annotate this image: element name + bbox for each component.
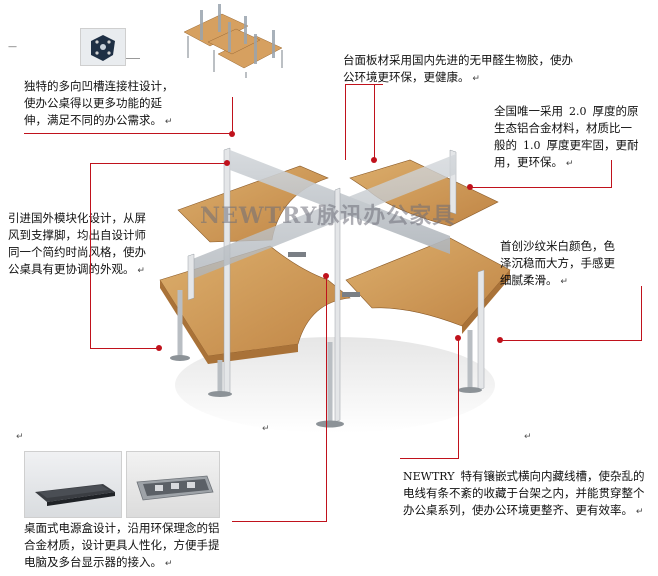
note-line-text: 特有镶嵌式横向内藏线槽，使杂乱的 — [460, 469, 645, 483]
note-line-text: 般的 — [494, 138, 517, 152]
callout-dot-design — [156, 345, 162, 351]
callout-dot-aluminum — [467, 184, 473, 190]
powerbox-closed-photo — [24, 451, 122, 518]
note-line: 使办公桌得以更多功能的延 — [24, 96, 162, 110]
note-wiring-channel: NEWTRY 特有镶嵌式横向内藏线槽，使杂乱的 电线有条不紊的收藏于台架之内，并能… — [403, 468, 645, 521]
leader-line-color — [500, 340, 642, 341]
note-line: 细腻柔滑。 ↵ — [500, 272, 615, 291]
note-line: 生态铝合金材料，材质比一 — [494, 121, 632, 135]
paragraph-mark: ↵ — [134, 266, 145, 276]
paragraph-mark: ↵ — [469, 74, 480, 84]
cross-workstation-illustration — [159, 147, 511, 433]
paragraph-mark: ↵ — [633, 507, 644, 517]
note-line: 电线有条不紊的收藏于台架之内，并能贯穿整个 — [403, 486, 645, 500]
leader-line-board-stem — [374, 84, 375, 160]
leader-line-design-vertical — [90, 163, 91, 349]
note-line: 泽沉稳而大方，手感更 — [500, 256, 615, 270]
paragraph-mark: ↵ — [563, 159, 574, 169]
paragraph-mark: ↵ — [524, 432, 532, 442]
note-line: 独特的多向凹槽连接柱设计， — [24, 79, 174, 93]
note-board-material: 台面板材采用国内先进的无甲醛生物胶，使办 公环境更环保，更健康。 ↵ — [343, 52, 573, 88]
workstation-cluster-thumbnail — [183, 4, 283, 78]
powerbox-open-graphic — [136, 475, 214, 501]
note-line: 首创沙纹米白颜色，色 — [500, 239, 615, 253]
note-line: 般的 1.0 厚度更牢固，更耐 — [494, 137, 639, 154]
powerbox-closed-graphic — [35, 484, 115, 506]
note-modular-design: 引进国外模块化设计，从屏 风到支撑脚，均出自设计师 同一个简约时尚风格，使办 公… — [8, 210, 146, 280]
powerbox-open-photo — [126, 451, 220, 518]
note-line: 用，更环保。 ↵ — [494, 154, 639, 173]
leader-line-powerbox-vertical — [326, 276, 327, 522]
note-line: 办公桌系列，使办公环境更整齐、更有效率。 ↵ — [403, 502, 645, 521]
thickness-value: 2.0 — [569, 105, 587, 118]
leader-line-wiring-vertical — [458, 338, 459, 458]
thickness-value: 1.0 — [523, 139, 541, 152]
note-line: 公桌具有更协调的外观。 ↵ — [8, 261, 146, 280]
note-line-text: 用，更环保。 — [494, 155, 563, 169]
leader-line-color-vertical — [641, 286, 642, 341]
leader-line-design-top — [90, 163, 226, 164]
callout-dot-powerbox — [323, 273, 329, 279]
leader-line-connector-vertical — [232, 97, 233, 134]
brand-watermark: NEWTRY脉讯办公家具 — [200, 203, 456, 229]
leader-line-aluminum-vertical — [611, 160, 612, 188]
callout-dot-connector — [229, 131, 235, 137]
note-line-text: 公环境更环保，更健康。 — [343, 70, 470, 84]
leader-line-design-bottom — [90, 348, 158, 349]
note-color-finish: 首创沙纹米白颜色，色 泽沉稳而大方，手感更 细腻柔滑。 ↵ — [500, 238, 615, 291]
note-line-text: 细腻柔滑。 — [500, 273, 558, 287]
note-line-text: 厚度的原 — [592, 104, 639, 118]
note-aluminum-alloy: 全国唯一采用 2.0 厚度的原 生态铝合金材料，材质比一 般的 1.0 厚度更牢固，更耐… — [494, 103, 639, 173]
note-line-text: 电脑及多台显示器的接入。 — [24, 555, 162, 569]
leader-line-board-diagonal — [345, 84, 383, 85]
note-line-text: 全国唯一采用 — [494, 104, 563, 118]
note-line: 电脑及多台显示器的接入。 ↵ — [24, 554, 220, 573]
note-powerbox: 桌面式电源盒设计，沿用环保理念的铝 合金材质，设计更具人性化，方便手提 电脑及多… — [24, 520, 220, 573]
note-line: 伸，满足不同的办公需求。 ↵ — [24, 112, 174, 131]
connector-thumbnail-rule — [126, 58, 140, 59]
note-connector-post: 独特的多向凹槽连接柱设计， 使办公桌得以更多功能的延 伸，满足不同的办公需求。 … — [24, 78, 174, 131]
callout-dot-design-partition — [224, 160, 230, 166]
note-line-text: 厚度更牢固，更耐 — [546, 138, 639, 152]
note-line-text: 伸，满足不同的办公需求。 — [24, 113, 162, 127]
leader-line-aluminum — [470, 187, 612, 188]
paragraph-mark: ↵ — [262, 424, 270, 434]
paragraph-mark: ↵ — [162, 117, 173, 127]
paragraph-mark: — — [8, 42, 17, 52]
note-line: 桌面式电源盒设计，沿用环保理念的铝 — [24, 521, 220, 535]
note-line-text: 公桌具有更协调的外观。 — [8, 262, 135, 276]
note-line: 同一个简约时尚风格，使办 — [8, 245, 146, 259]
note-line-text: 办公桌系列，使办公环境更整齐、更有效率。 — [403, 503, 633, 517]
callout-dot-board — [371, 157, 377, 163]
leader-line-powerbox — [232, 521, 327, 522]
connector-post-thumbnail — [80, 28, 126, 66]
note-line: 引进国外模块化设计，从屏 — [8, 211, 146, 225]
paragraph-mark: ↵ — [557, 277, 568, 287]
callout-dot-color — [497, 337, 503, 343]
note-line: 全国唯一采用 2.0 厚度的原 — [494, 103, 639, 120]
note-line: 公环境更环保，更健康。 ↵ — [343, 69, 573, 88]
connector-post-icon — [81, 29, 125, 65]
note-line: 合金材质，设计更具人性化，方便手提 — [24, 538, 220, 552]
note-line: 风到支撑脚，均出自设计师 — [8, 228, 146, 242]
note-line: NEWTRY 特有镶嵌式横向内藏线槽，使杂乱的 — [403, 468, 645, 485]
paragraph-mark: ↵ — [162, 559, 173, 569]
leader-line-board — [345, 84, 346, 160]
callout-dot-wiring — [455, 335, 461, 341]
brand-name: NEWTRY — [403, 470, 455, 483]
paragraph-mark: ↵ — [16, 432, 24, 442]
leader-line-wiring — [400, 458, 459, 459]
note-line: 台面板材采用国内先进的无甲醛生物胶，使办 — [343, 53, 573, 67]
leader-line-connector — [24, 133, 232, 134]
